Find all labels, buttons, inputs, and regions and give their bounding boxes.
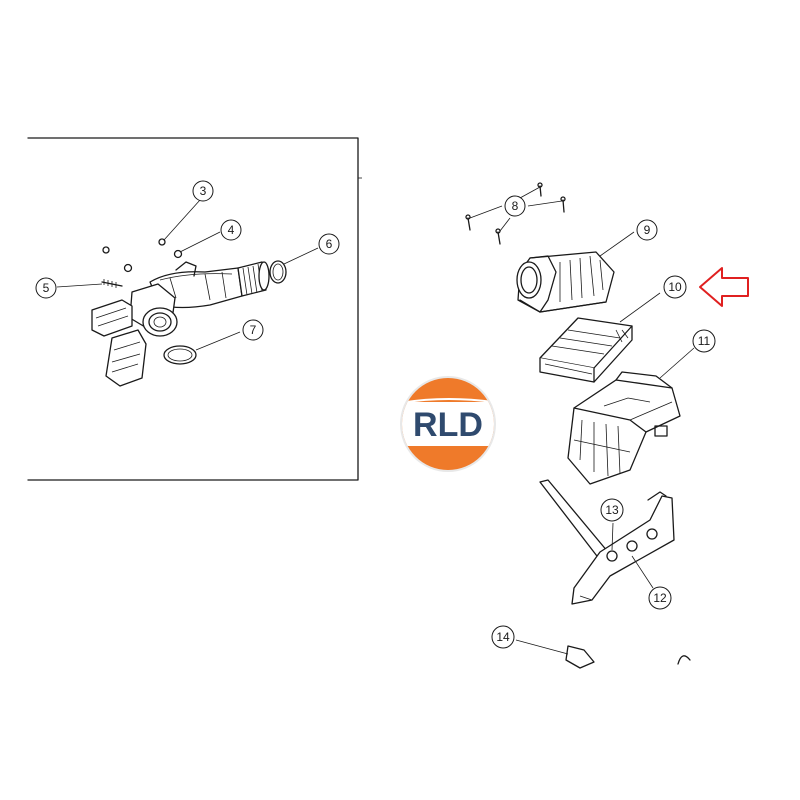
callout-13-label: 13 (605, 503, 619, 517)
callout-3-label: 3 (200, 184, 207, 198)
logo-text: RLD (413, 406, 483, 444)
callout-4: 4 (220, 219, 242, 241)
callout-14-label: 14 (496, 630, 510, 644)
air-cleaner-cover-drawing (516, 251, 615, 313)
screws-leader-lines (469, 186, 563, 232)
air-cleaner-housing-drawing (567, 371, 681, 485)
callout-12: 12 (648, 586, 672, 610)
callout-12-label: 12 (653, 591, 667, 605)
callout-13: 13 (600, 498, 624, 522)
callout-11: 11 (692, 329, 716, 353)
callout-8: 8 (504, 195, 526, 217)
bracket-drawing (539, 479, 675, 605)
partial-part-drawing (565, 645, 691, 669)
callout-14: 14 (491, 625, 515, 649)
callout-6-label: 6 (326, 237, 333, 251)
callout-4-label: 4 (228, 223, 235, 237)
leader-12 (631, 555, 654, 589)
air-inlet-duct-drawing (91, 238, 287, 387)
callout-8-label: 8 (512, 199, 519, 213)
callout-9-label: 9 (644, 223, 651, 237)
callout-6: 6 (318, 233, 340, 255)
highlight-arrow (699, 267, 749, 307)
callout-10-label: 10 (668, 280, 682, 294)
leader-13 (611, 522, 614, 551)
rld-logo: RLD (400, 376, 496, 472)
leader-9 (599, 231, 635, 257)
callout-7-label: 7 (250, 323, 257, 337)
leader-14 (515, 639, 569, 655)
inset-leader-lines (56, 199, 319, 351)
leader-11 (659, 347, 695, 379)
logo-middle-band (402, 402, 494, 446)
leader-10 (619, 292, 661, 323)
screws-drawing (465, 182, 566, 245)
callout-7: 7 (242, 319, 264, 341)
inset-frame (27, 137, 362, 481)
air-filter-drawing (539, 317, 633, 383)
callout-5-label: 5 (43, 281, 50, 295)
callout-9: 9 (636, 219, 658, 241)
callout-3: 3 (192, 180, 214, 202)
callout-11-label: 11 (698, 334, 711, 348)
callout-5: 5 (35, 277, 57, 299)
callout-10: 10 (663, 275, 687, 299)
